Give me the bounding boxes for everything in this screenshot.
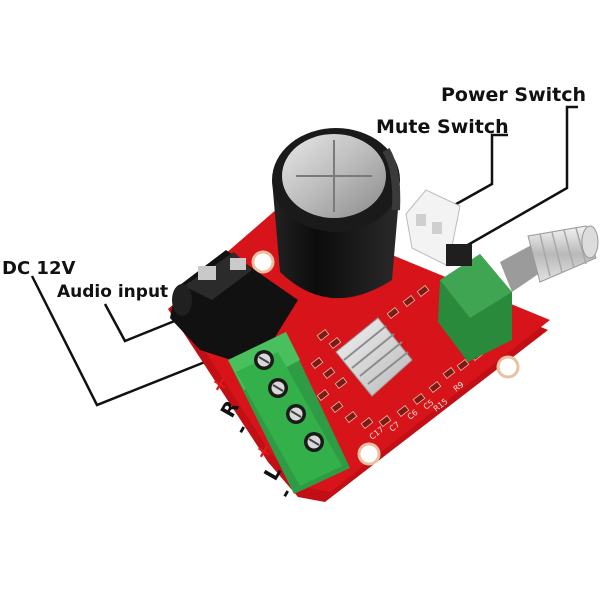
speaker-terminal-block [228, 332, 350, 494]
leader-lines [30, 105, 578, 407]
potentiometer [438, 225, 599, 362]
audio-jack [170, 250, 298, 368]
power-switch-leader [465, 105, 578, 248]
mounting-hole [496, 355, 520, 379]
dc-12v-label: DC 12V [2, 258, 76, 279]
mute-switch-leader [441, 133, 508, 214]
dc-12v-leader [30, 275, 206, 407]
mounting-hole [357, 442, 381, 466]
heatsink [335, 317, 413, 397]
audio-input-label: Audio input [57, 282, 169, 302]
power-switch-label: Power Switch [441, 84, 587, 106]
mute-switch-label: Mute Switch [376, 116, 509, 138]
mounting-hole [251, 250, 275, 274]
audio-input-leader [103, 303, 183, 343]
electrolytic-capacitor [272, 128, 401, 299]
